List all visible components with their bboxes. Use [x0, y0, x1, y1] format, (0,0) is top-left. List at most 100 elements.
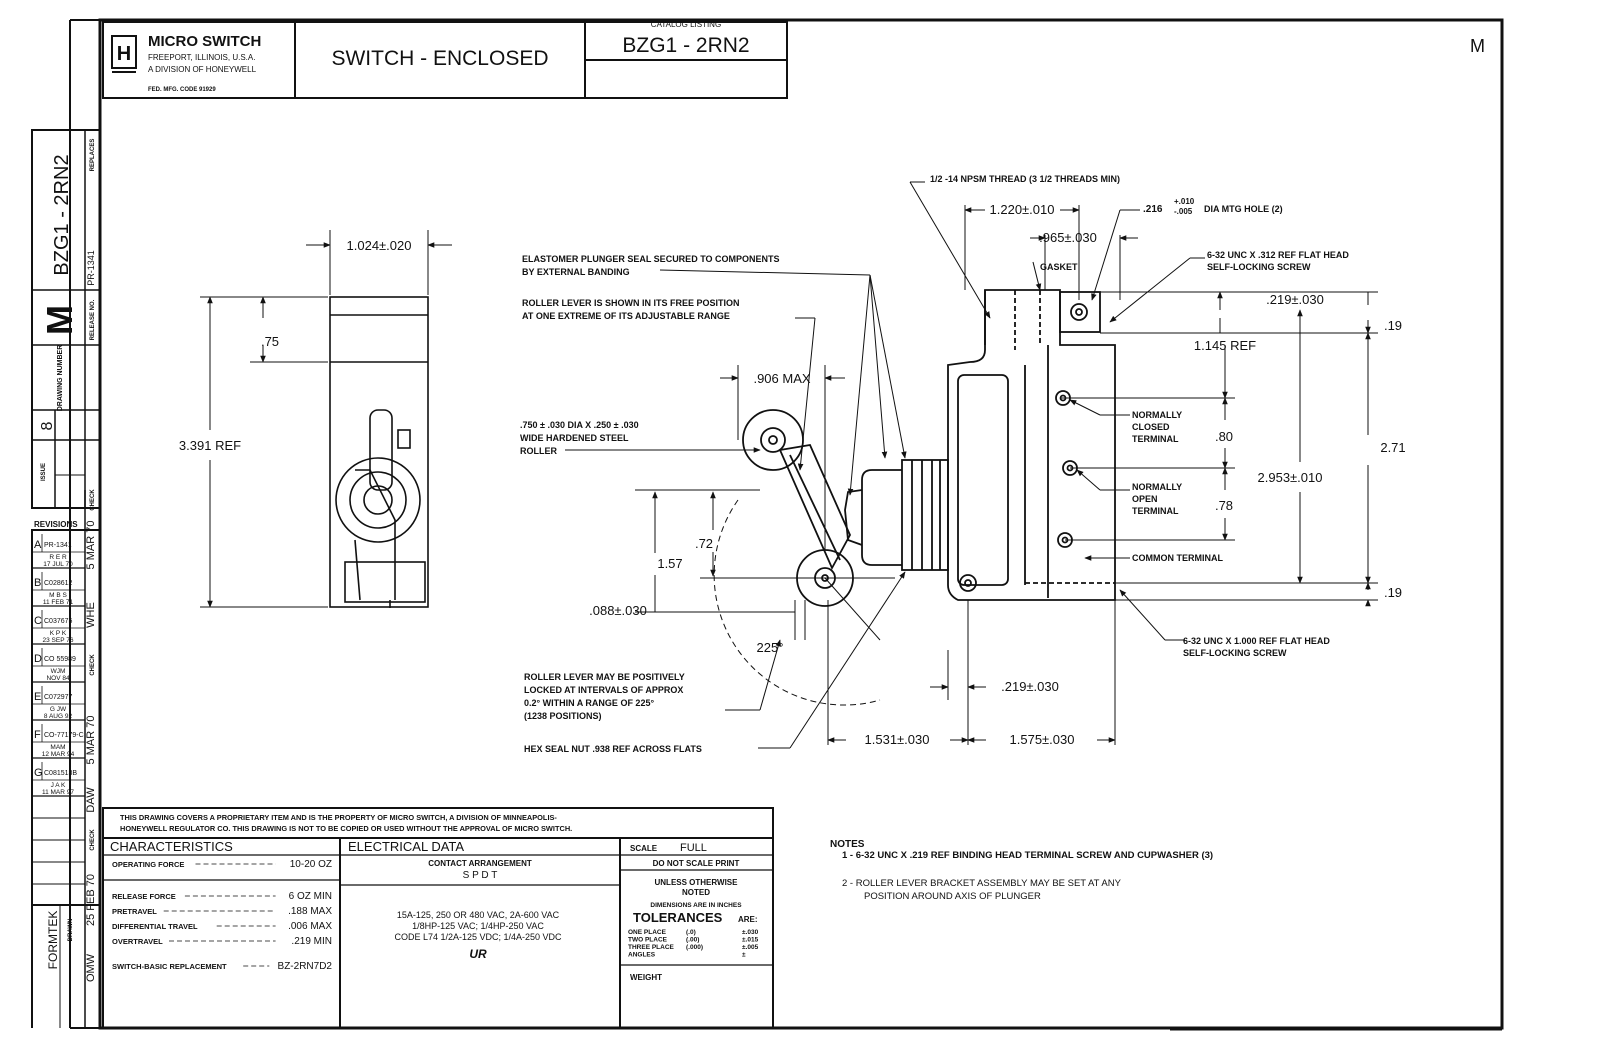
company-name: MICRO SWITCH — [148, 33, 261, 50]
dim-965: .965±.030 — [1039, 230, 1097, 245]
dim-088: .088±.030 — [589, 603, 647, 618]
tolerance-format: (.0) — [686, 929, 696, 936]
tolerance-row: ONE PLACE (.0) ±.030 — [628, 929, 759, 936]
catalog-number: BZG1 - 2RN2 — [622, 34, 749, 57]
side-texts: BZG1 - 2RN2 REPLACES PR-1341 RELEASE NO.… — [34, 139, 97, 982]
dim-19-bottom: .19 — [1384, 585, 1402, 600]
revision-by: WJM — [51, 668, 66, 675]
revision-date: 23 SEP 76 — [43, 637, 74, 644]
tolerance-value: ±.030 — [742, 929, 759, 936]
dim-78: .78 — [1215, 498, 1233, 513]
revision-date: 12 MAR 94 — [42, 751, 75, 758]
characteristic-label: PRETRAVEL — [112, 907, 157, 916]
scale-label: SCALE — [630, 844, 658, 853]
check-label-3: CHECK — [90, 829, 96, 851]
characteristic-value: .219 MIN — [291, 936, 332, 947]
callout-screw-bottom-1: 6-32 UNC X 1.000 REF FLAT HEAD — [1183, 636, 1330, 646]
title-block: H MICRO SWITCH FREEPORT, ILLINOIS, U.S.A… — [102, 20, 1485, 99]
callout-lock-1: ROLLER LEVER MAY BE POSITIVELY — [524, 672, 685, 682]
main-view-labels: ELASTOMER PLUNGER SEAL SECURED TO COMPON… — [520, 174, 1349, 754]
release-no-label: RELEASE NO. — [90, 299, 96, 340]
dim-157: 1.57 — [657, 556, 682, 571]
check-date-1: 5 MAR 70 — [85, 521, 97, 570]
corner-mark: M — [1470, 36, 1485, 56]
note-2a: 2 - ROLLER LEVER BRACKET ASSEMBLY MAY BE… — [842, 878, 1122, 889]
callout-common: COMMON TERMINAL — [1132, 553, 1223, 563]
electrical-header: ELECTRICAL DATA — [348, 839, 464, 854]
characteristic-label: OVERTRAVEL — [112, 937, 163, 946]
revision-ref: C028612 — [44, 580, 73, 587]
characteristic-value: 10-20 OZ — [290, 859, 332, 870]
end-view-dims — [200, 230, 452, 608]
drawn-label: DRAWN — [68, 919, 74, 942]
revision-by: R E R — [49, 554, 67, 561]
revision-by: G JW — [50, 706, 67, 713]
callout-nc-2: CLOSED — [1132, 422, 1170, 432]
dim-1531: 1.531±.030 — [865, 732, 930, 747]
dim-906: .906 MAX — [753, 371, 810, 386]
dimension-labels: .906 MAX .72 1.57 .088±.030 225° 1.220±.… — [589, 202, 1406, 747]
tolerance-format: (.00) — [686, 937, 699, 944]
revision-date: NOV 84 — [46, 675, 70, 682]
revision-date: 17 JUL 70 — [43, 561, 73, 568]
callout-lever-2: AT ONE EXTREME OF ITS ADJUSTABLE RANGE — [522, 311, 730, 321]
unless-noted-2: NOTED — [682, 888, 710, 897]
issue-label: ISSUE — [41, 463, 47, 481]
no-scale-label: DO NOT SCALE PRINT — [653, 859, 740, 868]
callout-lock-2: LOCKED AT INTERVALS OF APPROX — [524, 685, 683, 695]
callout-screw-bottom-2: SELF-LOCKING SCREW — [1183, 648, 1287, 658]
callout-mtg-hole-minus: -.005 — [1174, 207, 1193, 216]
characteristic-row: OVERTRAVEL .219 MIN — [112, 936, 332, 947]
dim-19-top: .19 — [1384, 318, 1402, 333]
note-1: 1 - 6-32 UNC X .219 REF BINDING HEAD TER… — [842, 850, 1213, 861]
notes-header: NOTES — [830, 839, 865, 850]
characteristics-header: CHARACTERISTICS — [110, 839, 233, 854]
characteristic-value: .188 MAX — [288, 906, 332, 917]
characteristic-label: RELEASE FORCE — [112, 892, 176, 901]
tolerances-are: ARE: — [738, 915, 758, 924]
release-number: PR-1341 — [86, 250, 96, 286]
characteristic-value: BZ-2RN7D2 — [278, 961, 333, 972]
tolerance-label: TWO PLACE — [628, 937, 668, 944]
callout-thread: 1/2 -14 NPSM THREAD (3 1/2 THREADS MIN) — [930, 174, 1120, 184]
proprietary-line-2: HONEYWELL REGULATOR CO. THIS DRAWING IS … — [120, 824, 572, 833]
dim-219-top: .219±.030 — [1266, 292, 1324, 307]
catalog-label: CATALOG LISTING — [651, 20, 721, 29]
characteristic-row: SWITCH-BASIC REPLACEMENT BZ-2RN7D2 — [112, 961, 332, 972]
characteristic-label: DIFFERENTIAL TRAVEL — [112, 922, 198, 931]
tolerance-label: ONE PLACE — [628, 929, 667, 936]
weight-label: WEIGHT — [630, 973, 662, 982]
revision-letter: G — [34, 767, 43, 779]
check-label-1: CHECK — [90, 489, 96, 511]
revision-by: MAM — [50, 744, 65, 751]
proprietary-line-1: THIS DRAWING COVERS A PROPRIETARY ITEM A… — [120, 813, 557, 822]
characteristic-label: SWITCH-BASIC REPLACEMENT — [112, 962, 227, 971]
tolerance-label: ANGLES — [628, 952, 656, 959]
callout-roller-2: WIDE HARDENED STEEL — [520, 433, 629, 443]
sheet-border — [69, 18, 1504, 1031]
check-date-2: 5 MAR 70 — [85, 716, 97, 765]
tolerance-value: ± — [742, 952, 746, 959]
callout-nc-1: NORMALLY — [1132, 410, 1182, 420]
revision-ref: C037675 — [44, 618, 73, 625]
dim-219-bottom: .219±.030 — [1001, 679, 1059, 694]
callout-no-1: NORMALLY — [1132, 482, 1182, 492]
dim-2953: 2.953±.010 — [1258, 470, 1323, 485]
dim-1575: 1.575±.030 — [1010, 732, 1075, 747]
company-division: A DIVISION OF HONEYWELL — [148, 65, 257, 74]
dim-height-end-view: 3.391 REF — [179, 438, 241, 453]
dims-in-inches: DIMENSIONS ARE IN INCHES — [650, 902, 742, 909]
revision-ref: C072977 — [44, 694, 73, 701]
revision-letter: B — [34, 577, 41, 589]
electrical-line-2: 1/8HP-125 VAC; 1/4HP-250 VAC — [412, 921, 544, 931]
tolerances-label: TOLERANCES — [633, 910, 723, 925]
